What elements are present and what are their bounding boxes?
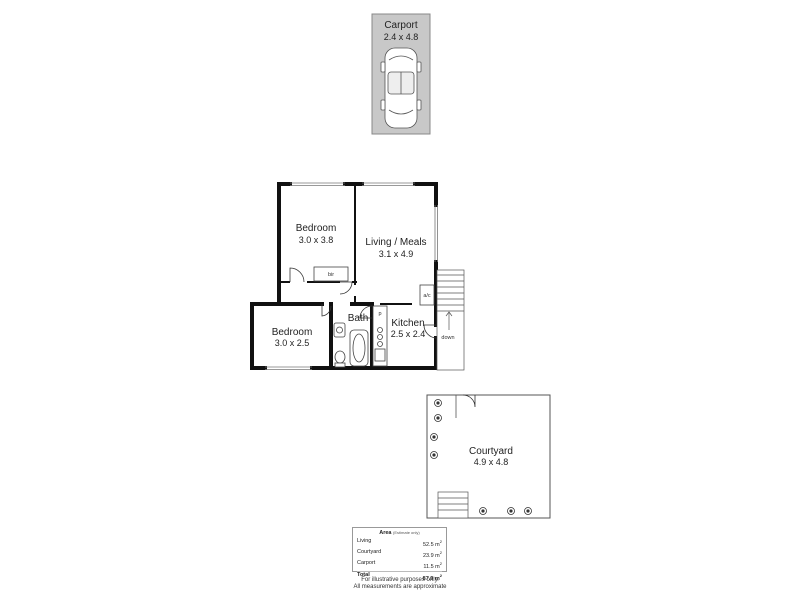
area-total-text: 87.9 m — [422, 576, 440, 583]
area-summary-table: Area (Estimate only) Living 52.5 m2 Cour… — [352, 527, 447, 582]
area-row-value: 23.9 m2 — [423, 549, 442, 560]
courtyard: Courtyard 4.9 x 4.8 — [426, 394, 551, 519]
area-row: Courtyard 23.9 m2 — [357, 549, 442, 560]
car-icon — [380, 47, 422, 129]
bedroom1-name: Bedroom — [296, 223, 337, 234]
living-name: Living / Meals — [365, 237, 426, 248]
stairs: down — [436, 269, 465, 371]
bedroom2-dim: 3.0 x 2.5 — [275, 338, 310, 348]
area-unit: 2 — [439, 573, 442, 579]
area-subtitle: (Estimate only) — [393, 530, 420, 535]
bath-fixtures — [333, 322, 369, 368]
area-row-value: 52.5 m2 — [423, 538, 442, 549]
area-row-value: 11.5 m2 — [423, 560, 442, 571]
area-unit: 2 — [439, 549, 442, 555]
pantry-label: p — [378, 311, 381, 317]
bedroom2-name: Bedroom — [272, 327, 313, 338]
bir-label: bir — [328, 272, 334, 278]
bath-name: Bath — [348, 313, 369, 324]
doors — [289, 267, 437, 339]
ac-unit: a/c — [419, 284, 435, 306]
living-dim: 3.1 x 4.9 — [379, 249, 414, 259]
carport-name: Carport — [384, 20, 418, 31]
interior-walls — [279, 186, 412, 305]
windows — [265, 182, 438, 370]
courtyard-name: Courtyard — [469, 446, 513, 457]
bedroom1-dim: 3.0 x 3.8 — [299, 235, 334, 245]
courtyard-dim: 4.9 x 4.8 — [474, 457, 509, 467]
disclaimer-line: All measurements are approximate — [353, 584, 447, 590]
courtyard-steps — [437, 491, 469, 519]
area-total-value: 87.9 m2 — [423, 572, 442, 583]
ac-label: a/c — [423, 293, 431, 299]
plant-icons — [430, 399, 532, 515]
kitchen-fixtures: p — [372, 305, 388, 367]
area-row: Living 52.5 m2 — [357, 538, 442, 549]
area-unit: 2 — [439, 560, 442, 566]
carport: Carport 2.4 x 4.8 — [371, 13, 431, 135]
area-value-text: 23.9 m — [422, 552, 440, 559]
kitchen-dim: 2.5 x 2.4 — [391, 329, 426, 339]
area-unit: 2 — [439, 539, 442, 544]
area-total-label: Total — [357, 572, 370, 579]
disclaimer-line: For illustrative purposes only. — [361, 577, 439, 583]
disclaimer: For illustrative purposes only. All meas… — [320, 577, 480, 591]
area-row-label: Carport — [357, 559, 376, 566]
area-title-text: Area — [379, 530, 392, 536]
area-value-text: 52.5 m — [422, 541, 440, 548]
area-value-text: 11.5 m — [423, 563, 440, 570]
stairs-down-label: down — [441, 335, 454, 341]
area-row-label: Living — [357, 538, 372, 544]
area-row-label: Courtyard — [357, 548, 382, 555]
built-in-robe: bir — [313, 266, 349, 282]
carport-dim: 2.4 x 4.8 — [384, 32, 419, 42]
area-total-row: Total 87.9 m2 — [357, 571, 442, 583]
area-row: Carport 11.5 m2 — [357, 560, 442, 571]
kitchen-name: Kitchen — [391, 318, 424, 329]
dwelling-walls — [250, 182, 438, 370]
area-title: Area (Estimate only) — [357, 530, 442, 536]
